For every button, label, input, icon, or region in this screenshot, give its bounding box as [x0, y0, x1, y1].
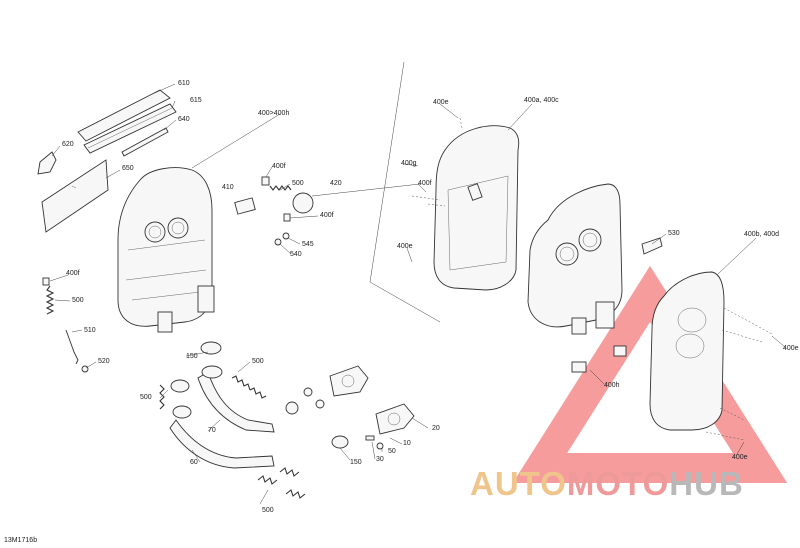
muffler-shell-400a: [433, 125, 520, 291]
label-400e-a: 400e: [433, 99, 449, 106]
watermark-hub: HUB: [669, 465, 744, 502]
block-410: [234, 197, 256, 215]
label-400-400h: 400>400h: [258, 110, 290, 117]
watermark-logo: AUTOMOTOHUB: [470, 466, 744, 502]
heat-plate-650: [41, 159, 109, 233]
bracket-620: [37, 151, 57, 175]
label-500-a: 500: [292, 180, 304, 187]
label-530: 530: [668, 230, 680, 237]
bolt-540: [274, 238, 282, 246]
label-610: 610: [178, 80, 190, 87]
label-70: 70: [208, 427, 216, 434]
spring-500-c: [159, 384, 165, 410]
label-540: 540: [290, 251, 302, 258]
label-520: 520: [98, 358, 110, 365]
spring-500-a: [269, 185, 292, 191]
nut-520: [81, 365, 89, 373]
label-30: 30: [376, 456, 384, 463]
watermark-moto: MOTO: [566, 465, 670, 502]
label-410: 410: [222, 184, 234, 191]
label-150-a: 150: [186, 353, 198, 360]
label-420: 420: [330, 180, 342, 187]
label-510: 510: [84, 327, 96, 334]
heat-shield-610: [77, 89, 171, 142]
nut-50: [376, 442, 384, 450]
gasket-150-b: [331, 435, 349, 449]
label-500-e: 500: [262, 507, 274, 514]
label-60: 60: [190, 459, 198, 466]
diagram-code: 13M1716b: [4, 537, 38, 544]
label-150-b: 150: [350, 459, 362, 466]
clip-400f-a: [261, 176, 270, 186]
label-545: 545: [302, 241, 314, 248]
label-650: 650: [122, 165, 134, 172]
spring-500-d: [231, 375, 267, 399]
divider-line: [369, 61, 441, 323]
muffler-left: [117, 167, 215, 333]
exhaust-pipe-60: [169, 405, 275, 469]
heat-shield-615: [83, 103, 177, 154]
label-400f-c: 400f: [66, 270, 80, 277]
label-500-d: 500: [140, 394, 152, 401]
label-400a-400c: 400a, 400c: [524, 97, 559, 104]
spring-500-b: [45, 285, 55, 315]
ring-left: [170, 379, 190, 393]
label-400e-c: 400e: [783, 345, 799, 352]
label-620: 620: [62, 141, 74, 148]
label-400g: 400g: [401, 160, 417, 167]
label-50: 50: [388, 448, 396, 455]
label-10: 10: [403, 440, 411, 447]
heat-shield-640: [121, 127, 169, 157]
flange-upper: [285, 365, 369, 415]
washer-545: [282, 232, 290, 240]
label-400f-b: 400f: [320, 212, 334, 219]
watermark-auto: AUTO: [470, 465, 567, 502]
label-400e-d: 400e: [732, 454, 748, 461]
springs-500-e: [257, 467, 306, 499]
label-400h: 400h: [604, 382, 620, 389]
label-640: 640: [178, 116, 190, 123]
flange-20: [375, 403, 415, 435]
muffler-right: [527, 183, 627, 373]
bolt-30: [365, 435, 375, 441]
exhaust-pipe-70: [197, 365, 275, 433]
gasket-150-a: [200, 341, 222, 355]
rod-510: [65, 329, 79, 365]
clip-400f-c: [42, 277, 50, 286]
label-400f-d: 400f: [418, 180, 432, 187]
label-400b-400d: 400b, 400d: [744, 231, 780, 238]
label-400e-b: 400e: [397, 243, 413, 250]
label-400f-a: 400f: [272, 163, 286, 170]
label-500-b: 500: [72, 297, 84, 304]
label-615: 615: [190, 97, 202, 104]
clip-400f-b: [283, 213, 291, 222]
muffler-cover-400b: [649, 271, 725, 431]
cap-420: [292, 192, 314, 214]
label-500-c: 500: [252, 358, 264, 365]
label-20: 20: [432, 425, 440, 432]
bracket-530: [641, 237, 663, 255]
